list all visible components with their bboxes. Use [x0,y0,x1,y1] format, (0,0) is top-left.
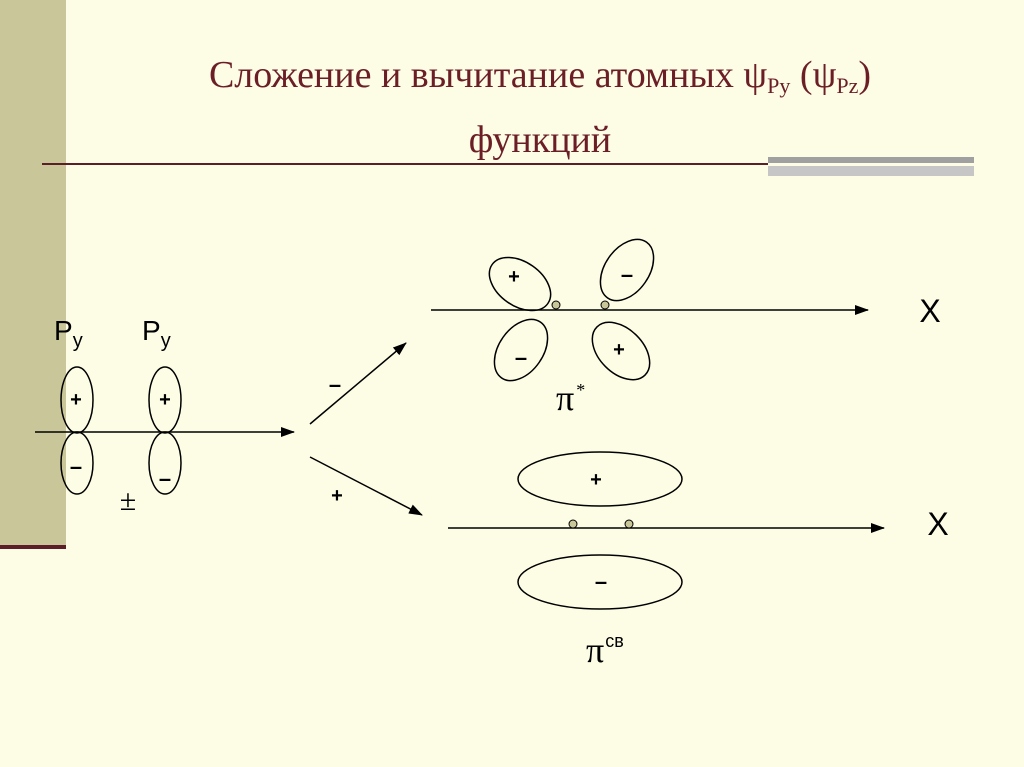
antibonding-plus-upper: + [508,266,520,288]
orbital-1-minus: – [70,454,82,479]
antibonding-pi-label: π* [556,378,585,418]
title-text-mid: (ψ [790,54,837,96]
title-accent-bar [768,157,974,177]
axis-label-bottom: X [927,506,948,542]
orbital-label-1: Py [54,315,83,352]
title-text: Сложение и вычитание атомных ψ [208,54,768,96]
bonding-pi-label: πсв [586,630,624,670]
bonding-minus: – [595,569,607,594]
title-subscript-pz: Pz [836,73,859,98]
nucleus-left [551,300,561,310]
antibonding-orbital: + – – + X π* [431,238,941,418]
bonding-orbital: + – X πсв [448,451,949,670]
branch-arrows: – + [309,342,423,516]
antibonding-lobe-upper-right [599,238,655,302]
axis-label-top: X [919,293,940,329]
nucleus-right [624,519,634,529]
antibonding-minus-upper: – [621,262,633,287]
orbital-label-2: Py [142,315,171,352]
orbital-2-minus: – [159,466,171,491]
title-rule [42,163,774,165]
slide-title: Сложение и вычитание атомных ψPy (ψPz) ф… [100,48,980,167]
bonding-plus: + [590,469,602,491]
bonding-lobe-lower [517,554,683,610]
arrow-subtract-label: – [329,372,341,397]
orbital-2-plus: + [159,389,171,411]
arrow-add [309,456,423,516]
arrow-add-label: + [331,485,343,507]
title-text-end: ) [858,54,872,96]
sidebar-divider [0,545,66,549]
bonding-lobe-upper [517,451,683,507]
nucleus-right [600,300,610,310]
title-subscript-py: Py [767,73,791,98]
plus-minus-sign: ± [120,484,136,517]
antibonding-minus-lower: – [515,345,527,370]
orbital-1-upper-lobe [60,366,94,434]
antibonding-lobe-upper-left [488,256,552,312]
orbital-2-upper-lobe [148,366,182,434]
antibonding-plus-lower: + [613,339,625,361]
arrow-subtract [309,342,407,425]
slide-sidebar [0,0,66,548]
title-line-2: функций [468,119,612,161]
left-orbitals: Py Py + – + – ± [35,315,295,517]
antibonding-lobe-lower-right [591,321,651,381]
nucleus-left [568,519,578,529]
orbital-1-plus: + [70,389,82,411]
antibonding-lobe-lower-left [493,318,549,382]
